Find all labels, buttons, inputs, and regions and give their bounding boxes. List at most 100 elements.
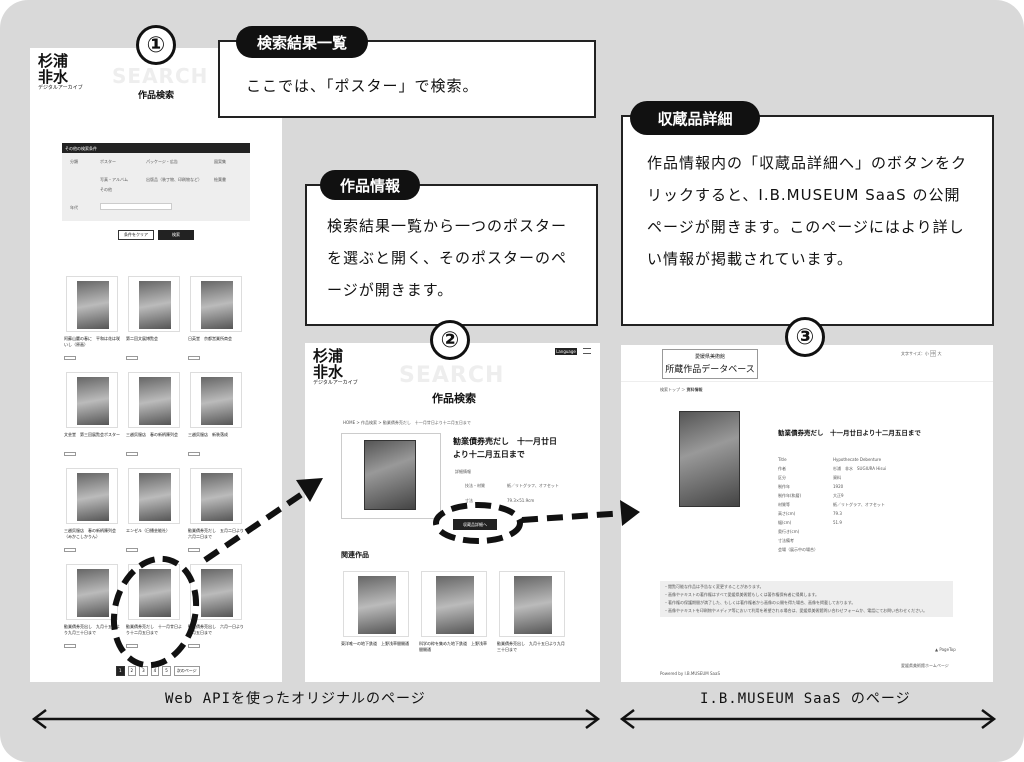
card-title: 勧業債券売出し 九月十五日より九月三十日まで <box>497 641 565 652</box>
card-title: 勧業債券売出し 六月一日より七月五日まで <box>188 624 244 635</box>
font-size-label: 文字サイズ： <box>901 351 925 356</box>
card-detail-button[interactable] <box>188 452 200 456</box>
result-card[interactable]: 勧業債券売出し 九月十五日より九月三十日まで <box>62 564 122 649</box>
page-1[interactable]: 1 <box>116 666 125 676</box>
logo-line1: 杉浦 <box>313 347 344 365</box>
category-option[interactable]: パッケージ・広告 <box>146 159 178 164</box>
page-top-link[interactable]: ▲ PageTop <box>935 647 956 652</box>
card-detail-button[interactable] <box>188 356 200 360</box>
card-image <box>190 372 242 428</box>
card-image <box>343 571 409 637</box>
result-card[interactable]: エンゼル（日播芸能社） <box>124 468 184 553</box>
collection-detail-button[interactable]: 収蔵品詳細へ <box>453 519 497 530</box>
result-card[interactable]: 三越呉服店 春の新柄陳列会（みかこしかりん） <box>62 468 122 553</box>
logo-line2: 非水 <box>313 362 344 381</box>
note: ・画像やテキストを印刷物やメディア等において利用を希望される場合は、愛媛県美術館… <box>664 608 928 613</box>
size-large[interactable]: 大 <box>937 351 942 356</box>
card-title: 勧業債券売だし 五月二日より六月二日まで <box>188 528 244 539</box>
field-value: 79.3 <box>833 511 842 516</box>
field-label: 制作年(和暦) <box>778 493 802 498</box>
filter-header[interactable]: その他の検索条件 <box>62 143 250 153</box>
menu-icon[interactable] <box>583 348 591 354</box>
card-detail-button[interactable] <box>64 644 76 648</box>
result-card[interactable]: 勧業債券売だし 五月二日より六月二日まで <box>186 468 246 553</box>
category-option[interactable]: 絵葉書 <box>214 177 226 182</box>
result-card[interactable]: 三越呉服店 新装落成 <box>186 372 246 457</box>
related-card[interactable]: 勧業債券売出し 九月十五日より九月三十日まで <box>495 571 567 656</box>
card-image <box>128 468 180 524</box>
card-detail-button[interactable] <box>126 356 138 360</box>
card-title: 東洋唯一の地下鉄道 上野浅草間開通 <box>341 641 409 646</box>
note: ・閲覧可能な作品は予告なく変更することがあります。 <box>664 584 764 589</box>
field-label: 奥行き(cm) <box>778 529 800 534</box>
page-5[interactable]: 5 <box>162 666 171 676</box>
result-card[interactable]: 日英堂 京都営業所商会 <box>186 276 246 361</box>
size-small[interactable]: 小 <box>924 351 929 356</box>
ghost-heading: SEARCH <box>112 64 209 88</box>
selected-poster-highlight <box>110 555 200 669</box>
result-card[interactable]: 第二回文展博覧会 <box>124 276 184 361</box>
field-label: 幅(cm) <box>778 520 792 525</box>
category-option[interactable]: 出版品（装丁物、印刷物など） <box>146 177 202 182</box>
step-number-2: ② <box>430 320 470 360</box>
page-3[interactable]: 3 <box>139 666 148 676</box>
card-title: 阿蘇山麓の春に 平和は花は咲いし（原画） <box>64 336 120 347</box>
ghost-heading: SEARCH <box>399 363 505 388</box>
step-number-1: ① <box>136 25 176 65</box>
museum-saas-screenshot: 愛媛県美術館 所蔵作品データベース 文字サイズ：小 中 大 検索トップ ＞ 資料… <box>621 345 993 682</box>
result-card[interactable]: 阿蘇山麓の春に 平和は花は咲いし（原画） <box>62 276 122 361</box>
clear-button[interactable]: 条件をクリア <box>118 230 154 240</box>
card-detail-button[interactable] <box>64 356 76 360</box>
related-card[interactable]: 東洋唯一の地下鉄道 上野浅草間開通 <box>339 571 411 656</box>
result-card[interactable]: 勧業債券売出し 六月一日より七月五日まで <box>186 564 246 649</box>
card-image <box>190 564 242 620</box>
notes-box: ・閲覧可能な作品は予告なく変更することがあります。 ・画像やテキストの著作権はす… <box>660 581 953 617</box>
museum-home-link[interactable]: 愛媛県美術館ホームページ <box>901 663 949 668</box>
next-page[interactable]: 次のページ <box>173 666 200 676</box>
callout-2-label: 作品情報 <box>320 170 420 200</box>
field-label: Title <box>778 457 787 462</box>
related-heading: 関連作品 <box>341 551 369 559</box>
category-label: 分類 <box>70 159 78 164</box>
result-card[interactable]: 勧業債券売だし 十一月廿日より十二月五日まで <box>124 564 184 649</box>
callout-3: 作品情報内の「収蔵品詳細へ」のボタンをクリックすると、I.B.MUSEUM Sa… <box>621 115 994 326</box>
related-card[interactable]: 科学の粋を集めた地下鉄道 上野浅草間開通 <box>417 571 489 656</box>
category-option[interactable]: その他 <box>100 187 112 192</box>
era-select[interactable] <box>100 203 172 210</box>
collection-detail-label: 収蔵品詳細へ <box>463 522 487 527</box>
size-medium[interactable]: 中 <box>930 350 937 357</box>
language-button[interactable]: Language <box>555 348 577 355</box>
card-title: 科学の粋を集めた地下鉄道 上野浅草間開通 <box>419 641 487 652</box>
category-option[interactable]: 写真・アルバム <box>100 177 128 182</box>
breadcrumb-top[interactable]: 検索トップ <box>660 387 680 392</box>
result-card[interactable]: 三越呉服店 春の新柄陳列会 <box>124 372 184 457</box>
page-2[interactable]: 2 <box>127 666 137 676</box>
card-detail-button[interactable] <box>64 548 76 552</box>
callout-2: 検索結果一覧から一つのポスターを選ぶと開く、そのポスターのページが開きます。 <box>305 184 598 326</box>
search-button[interactable]: 検索 <box>158 230 194 240</box>
search-button-label: 検索 <box>172 232 180 237</box>
logo-sub: デジタルアーカイブ <box>313 379 358 386</box>
field-label: 作者 <box>778 466 786 471</box>
field-value: 杉浦 非水 SUGIURA Hisui <box>833 466 887 471</box>
card-title: 三越呉服店 春の新柄陳列会（みかこしかりん） <box>64 528 116 539</box>
work-info-screenshot: 杉浦非水デジタルアーカイブ Language SEARCH 作品検索 HOME … <box>305 343 600 682</box>
card-detail-button[interactable] <box>188 644 200 648</box>
result-card[interactable]: 文芸堂 第三回展覧会ポスター <box>62 372 122 457</box>
card-detail-button[interactable] <box>126 452 138 456</box>
card-image <box>190 468 242 524</box>
field-value: 資料 <box>833 475 841 480</box>
logo-line2: 非水 <box>38 67 69 86</box>
category-option[interactable]: ポスター <box>100 159 116 164</box>
card-detail-button[interactable] <box>126 548 138 552</box>
era-label: 年代 <box>70 205 78 210</box>
card-image <box>499 571 565 637</box>
card-detail-button[interactable] <box>188 548 200 552</box>
category-option[interactable]: 図案集 <box>214 159 226 164</box>
card-image <box>66 564 118 620</box>
card-detail-button[interactable] <box>126 644 138 648</box>
callout-3-text: 作品情報内の「収蔵品詳細へ」のボタンをクリックすると、I.B.MUSEUM Sa… <box>647 154 968 268</box>
card-detail-button[interactable] <box>64 452 76 456</box>
work-title: 勧業債券売だし 十一月廿日より十二月五日まで <box>778 429 921 437</box>
db-title: 所蔵作品データベース <box>665 365 755 375</box>
